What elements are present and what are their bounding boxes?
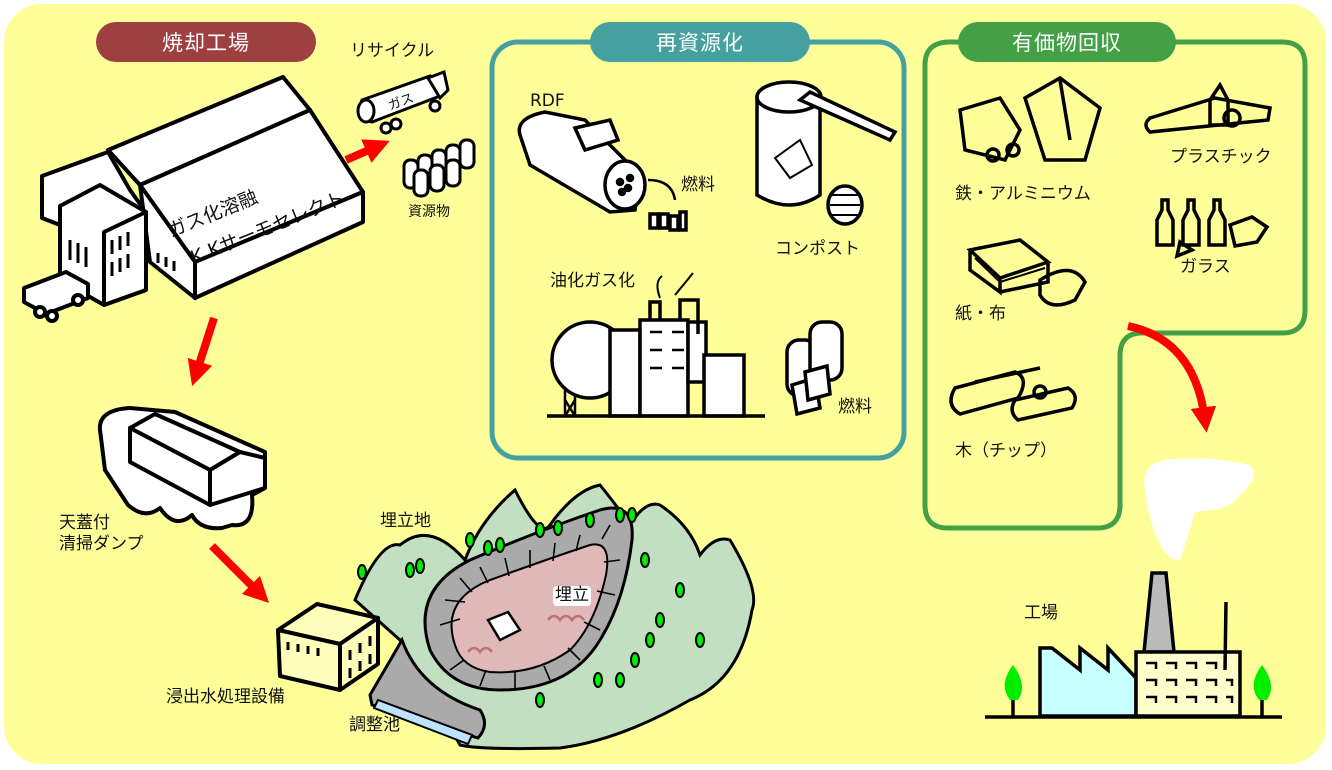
wood-chips-label: 木（チップ） [955, 441, 1057, 461]
flow-arrows [187, 139, 1217, 604]
arrow-plant-to-recycle [344, 139, 390, 164]
oil-gasification-label: 油化ガス化 [550, 271, 635, 291]
leachate-treatment-facility-illustration [276, 602, 380, 692]
fuel-tanks-illustration [785, 320, 844, 417]
regulating-pond-label: 調整池 [349, 715, 400, 735]
recycling-title: 再資源化 [590, 22, 810, 62]
leachate-facility-label: 浸出水処理設備 [166, 687, 285, 707]
dump-truck-label-line2: 清掃ダンプ [59, 534, 144, 554]
rdf-label: RDF [530, 91, 565, 111]
chimney [1142, 571, 1176, 654]
rdf-fuel-label: 燃料 [681, 175, 715, 195]
tree-right [1253, 665, 1271, 700]
recycle-label: リサイクル [350, 41, 435, 61]
gas-tanker-illustration [356, 69, 450, 135]
valuables-frame [922, 39, 1308, 531]
glass-bottles-illustration [1155, 198, 1270, 259]
factory-shed [1038, 643, 1138, 718]
paper-cloth-illustration [966, 238, 1088, 307]
arrow-valuables-to-factory [1127, 322, 1217, 433]
compost-tank-illustration [755, 80, 898, 226]
arrow-dumptruck-to-facility [209, 543, 270, 604]
glass-label: ガラス [1180, 257, 1231, 277]
rdf-machine-illustration [517, 110, 688, 232]
dump-truck-label-line1: 天蓋付 [59, 513, 110, 533]
resource-cylinders-illustration [402, 138, 476, 198]
metal-scrap-illustration [958, 75, 1103, 163]
wood-chips-illustration [949, 366, 1077, 422]
incineration-plant-title: 焼却工場 [96, 22, 316, 62]
tree-left [1004, 665, 1022, 700]
resources-label: 資源物 [408, 204, 450, 220]
factory-illustration [985, 458, 1282, 719]
arrow-plant-to-dumptruck [187, 316, 218, 387]
covered-dump-truck-illustration [97, 406, 267, 531]
landfill-site-label: 埋立地 [380, 511, 431, 531]
plastic-label: プラスチック [1170, 147, 1272, 167]
smoke [1144, 458, 1254, 560]
iron-aluminum-label: 鉄・アルミニウム [955, 184, 1091, 204]
oil-fuel-label: 燃料 [838, 397, 872, 417]
plastic-items-illustration [1144, 81, 1273, 134]
valuables-recovery-title: 有価物回収 [958, 22, 1176, 62]
regulating-pond-illustration [368, 636, 486, 746]
landfill-illustration [353, 483, 756, 751]
oil-gasification-plant-illustration [547, 272, 765, 418]
landfill-area-label: 埋立 [553, 585, 591, 606]
incineration-plant-illustration [22, 75, 365, 323]
factory-label: 工場 [1024, 603, 1058, 623]
compost-label: コンポスト [775, 239, 860, 259]
paper-cloth-label: 紙・布 [955, 304, 1006, 324]
